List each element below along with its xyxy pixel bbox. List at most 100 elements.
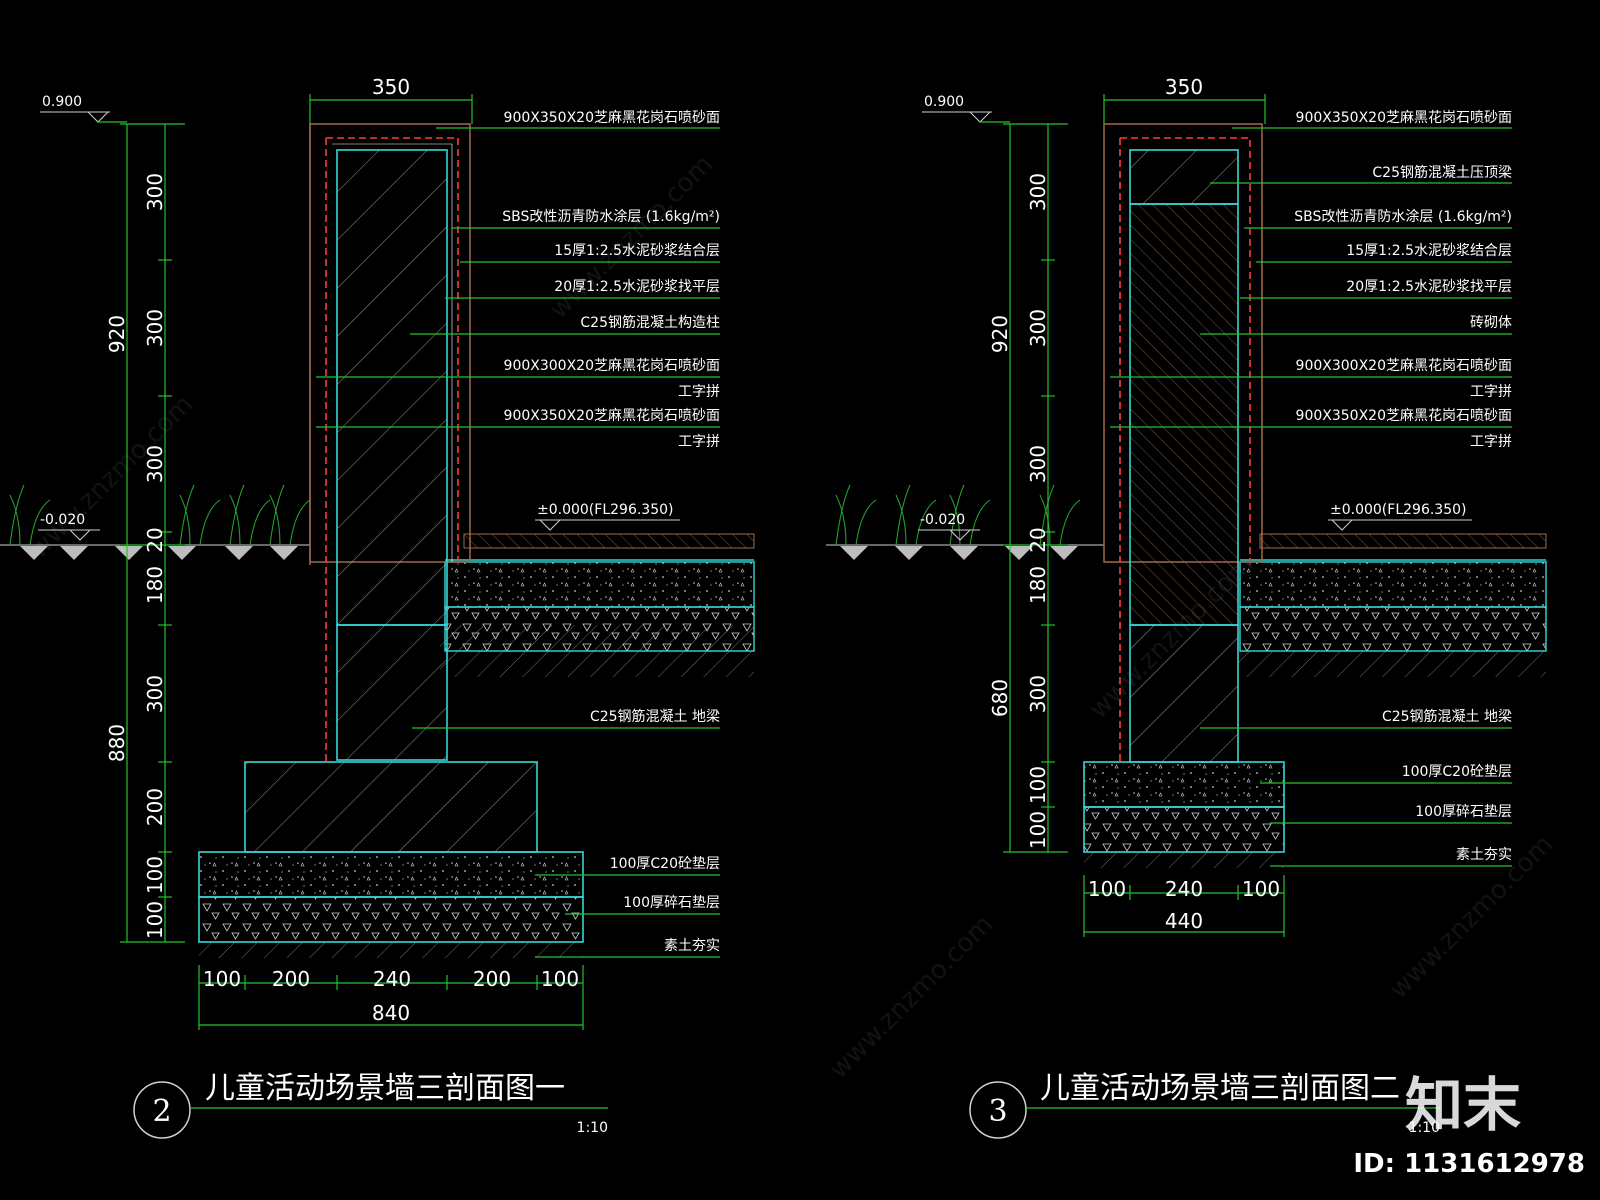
section-title-2: 儿童活动场景墙三剖面图二	[1040, 1071, 1400, 1106]
watermark-text-1: www.znzmo.com	[24, 390, 199, 565]
concrete-column	[336, 149, 448, 626]
dim-bottom-3: 240	[373, 967, 411, 991]
elevation-top-2: 0.900	[922, 94, 1010, 123]
compacted-soil-2	[1084, 852, 1284, 868]
brick-masonry	[1129, 203, 1239, 626]
callout-5: C25钢筋混凝土构造柱	[580, 314, 720, 331]
callout2-2: C25钢筋混凝土压顶梁	[1372, 164, 1512, 181]
callout2-14: 素土夯实	[1456, 847, 1512, 863]
callout-8: 900X350X20芝麻黑花岗石喷砂面	[504, 408, 720, 424]
elevation-ground-2: -0.020	[918, 512, 980, 541]
gravel-bed	[198, 896, 584, 943]
dim-v-4: 20	[143, 527, 167, 552]
slab-concrete	[444, 561, 755, 608]
paving-layer	[463, 533, 755, 549]
callout-12: 100厚碎石垫层	[623, 895, 720, 911]
callout-11: 100厚C20砼垫层	[610, 856, 720, 872]
ground-beam	[336, 624, 448, 761]
dim-v-1: 300	[143, 173, 167, 211]
callout2-3: SBS改性沥青防水涂层 (1.6kg/m²)	[1294, 209, 1512, 225]
dim2-v-1: 300	[1026, 173, 1050, 211]
waterproof-layer-right-2	[1120, 137, 1251, 562]
section-2: 300 300 300 20 180 300 100 100 920 680 0…	[826, 75, 1547, 1139]
elevation-top-label: 0.900	[42, 94, 82, 110]
soil-hatch-2	[1238, 651, 1546, 677]
leader-lines	[316, 127, 720, 958]
elevation-zero-label-2: ±0.000(FL296.350)	[1330, 502, 1466, 518]
dim-ticks	[120, 123, 185, 943]
callout-labels-2: 900X350X20芝麻黑花岗石喷砂面 C25钢筋混凝土压顶梁 SBS改性沥青防…	[1294, 110, 1512, 863]
elevation-zero-label: ±0.000(FL296.350)	[537, 502, 673, 518]
compacted-soil	[199, 942, 583, 958]
waterproof-layer-right	[326, 137, 459, 562]
callout-10: C25钢筋混凝土 地梁	[590, 708, 720, 725]
elevation-zero: ±0.000(FL296.350)	[535, 502, 680, 531]
ground-beam-2	[1129, 624, 1239, 763]
section-number-circle	[133, 1081, 191, 1139]
dim-bottom-5: 100	[541, 967, 579, 991]
slab-concrete-2	[1239, 561, 1547, 608]
dim-bottom-4: 200	[473, 967, 511, 991]
dim2-bottom-1: 100	[1088, 877, 1126, 901]
callout-7: 工字拼	[678, 384, 720, 400]
dim-v-5: 180	[143, 566, 167, 604]
c20-concrete-bed	[198, 851, 584, 898]
section-scale-2: 1:10	[1409, 1120, 1440, 1136]
image-id-label: ID: 1131612978	[1353, 1149, 1585, 1179]
c20-concrete-bed-2	[1083, 761, 1285, 808]
callout2-11: C25钢筋混凝土 地梁	[1382, 708, 1512, 725]
dim-v-6: 300	[143, 675, 167, 713]
dim2-v-4: 20	[1026, 527, 1050, 552]
callout2-5: 20厚1:2.5水泥砂浆找平层	[1346, 279, 1512, 295]
callout-2: SBS改性沥青防水涂层 (1.6kg/m²)	[502, 209, 720, 225]
elevation-zero-2: ±0.000(FL296.350)	[1328, 502, 1472, 531]
leader-lines-2	[1110, 127, 1512, 867]
callout-4: 20厚1:2.5水泥砂浆找平层	[554, 279, 720, 295]
callout2-13: 100厚碎石垫层	[1415, 804, 1512, 820]
dim2-v-total-1: 920	[988, 315, 1012, 353]
dim-v-total-1: 920	[105, 315, 129, 353]
dim2-v-7: 100	[1026, 766, 1050, 804]
section-title: 儿童活动场景墙三剖面图一	[205, 1071, 565, 1106]
dim-v-2: 300	[143, 309, 167, 347]
ground-triangles-2	[840, 546, 1078, 560]
grass-symbols	[9, 484, 311, 546]
section-1: 300 300 300 20 180 300 200 100 100 920 8…	[0, 75, 755, 1139]
callout2-6: 砖砌体	[1470, 315, 1512, 331]
section-number: 2	[152, 1094, 171, 1129]
dim2-v-2: 300	[1026, 309, 1050, 347]
dim2-v-6: 300	[1026, 675, 1050, 713]
elevation-ground-label: -0.020	[40, 512, 85, 528]
dim-v-9: 100	[143, 901, 167, 939]
elevation-ground-label-2: -0.020	[920, 512, 965, 528]
brand-logo: 知末	[1405, 1071, 1521, 1139]
callout-13: 素土夯实	[664, 938, 720, 954]
dim-top: 350	[372, 75, 410, 99]
dim-v-8: 100	[143, 856, 167, 894]
callout-3: 15厚1:2.5水泥砂浆结合层	[554, 243, 720, 259]
dim2-v-3: 300	[1026, 445, 1050, 483]
callout2-9: 900X350X20芝麻黑花岗石喷砂面	[1296, 408, 1512, 424]
section-number-circle-2	[969, 1081, 1027, 1139]
dim2-bottom-2: 240	[1165, 877, 1203, 901]
callout-6: 900X300X20芝麻黑花岗石喷砂面	[504, 358, 720, 374]
dim2-v-8: 100	[1026, 811, 1050, 849]
dim-bottom-total: 840	[372, 1001, 410, 1025]
elevation-top-label-2: 0.900	[924, 94, 964, 110]
callout-labels: 900X350X20芝麻黑花岗石喷砂面 SBS改性沥青防水涂层 (1.6kg/m…	[502, 110, 720, 954]
watermark-text-3: www.znzmo.com	[824, 910, 999, 1085]
dim2-bottom-total: 440	[1165, 909, 1203, 933]
dim2-v-total-2: 680	[988, 679, 1012, 717]
callout-9: 工字拼	[678, 434, 720, 450]
dim-v-7: 200	[143, 788, 167, 826]
footing	[244, 761, 538, 853]
callout2-4: 15厚1:2.5水泥砂浆结合层	[1346, 243, 1512, 259]
dim-bottom-1: 100	[203, 967, 241, 991]
dim-bottom-2: 200	[272, 967, 310, 991]
dim2-top: 350	[1165, 75, 1203, 99]
callout2-1: 900X350X20芝麻黑花岗石喷砂面	[1296, 110, 1512, 126]
capping-beam	[1129, 149, 1239, 205]
slab-gravel-2	[1239, 606, 1547, 652]
callout2-8: 工字拼	[1470, 384, 1512, 400]
